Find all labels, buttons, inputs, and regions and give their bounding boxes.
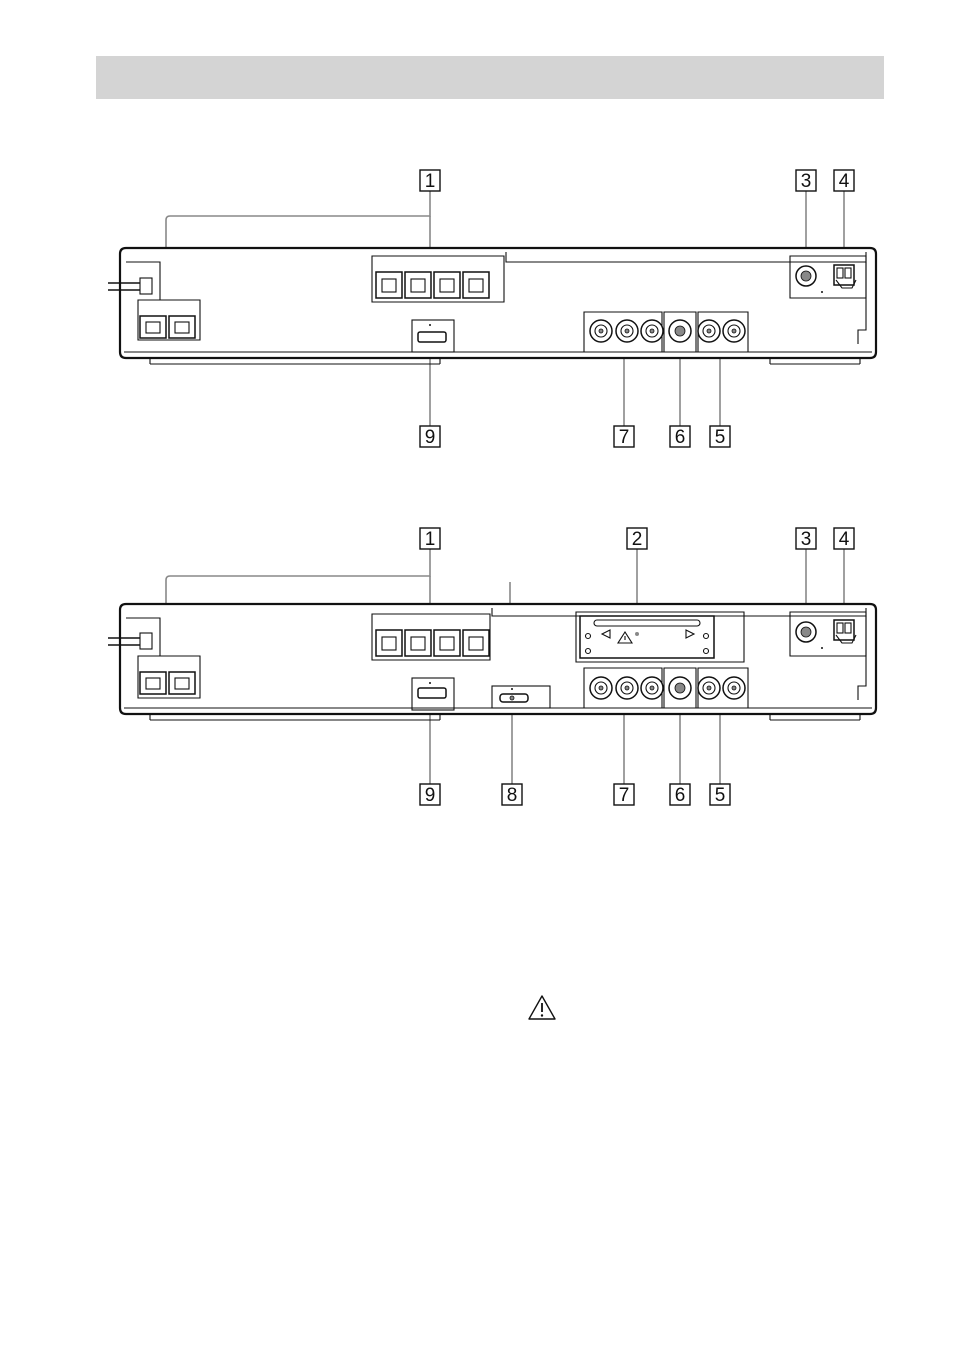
callout-5: 5 [715, 785, 726, 806]
rear-panel-diagram-model-b: 1 2 3 4 9 8 7 6 5 [0, 520, 954, 820]
callout-4: 4 [839, 171, 850, 192]
callout-4: 4 [839, 529, 850, 550]
callout-3: 3 [801, 529, 812, 550]
callout-8: 8 [507, 785, 518, 806]
section-header-band [96, 56, 884, 99]
callout-5: 5 [715, 427, 726, 448]
rear-panel-diagram-model-a: 1 3 4 9 7 6 5 [0, 160, 954, 460]
callout-6: 6 [675, 785, 686, 806]
callout-7: 7 [619, 427, 630, 448]
callout-1: 1 [425, 529, 436, 550]
callout-9: 9 [425, 785, 436, 806]
callout-9: 9 [425, 427, 436, 448]
callout-7: 7 [619, 785, 630, 806]
callout-6: 6 [675, 427, 686, 448]
callout-2: 2 [632, 529, 643, 550]
warning-triangle-icon [527, 994, 557, 1022]
callout-1: 1 [425, 171, 436, 192]
callout-3: 3 [801, 171, 812, 192]
